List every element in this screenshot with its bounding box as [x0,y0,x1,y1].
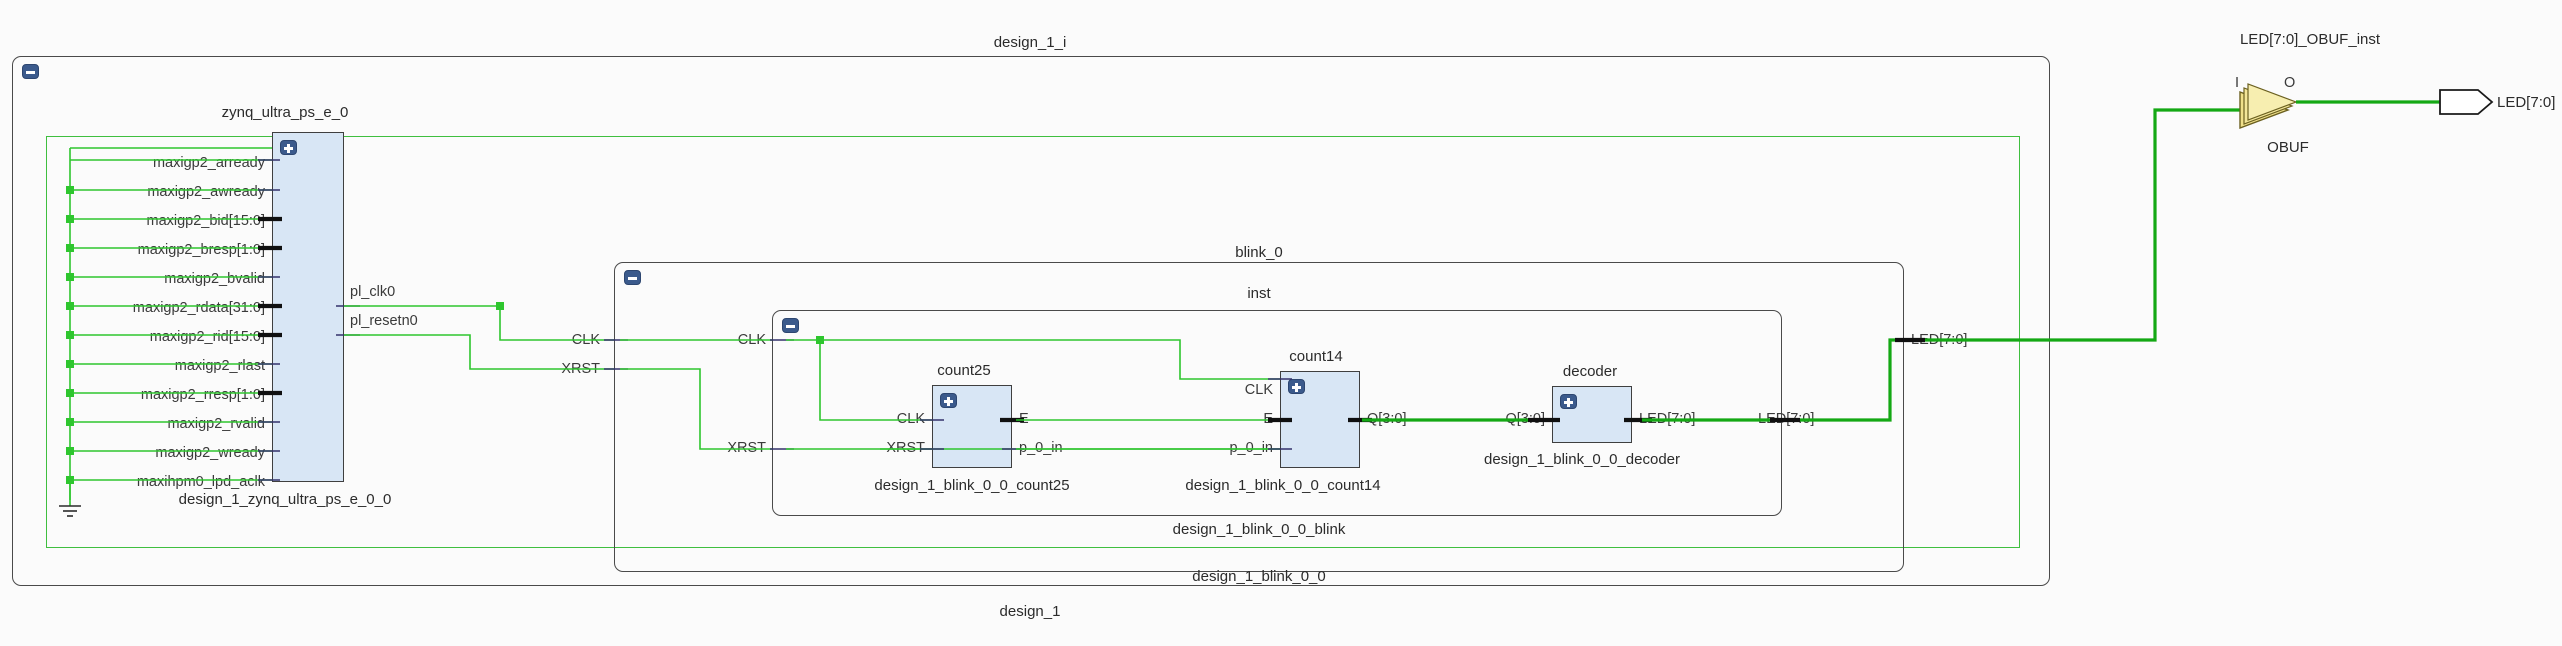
pin-label-count25-p_0_in: p_0_in [1019,440,1063,456]
hier-box-design_1_i[interactable] [12,56,2050,586]
output-port-label: LED[7:0] [2497,94,2556,111]
pin-label-maxigp2_rvalid: maxigp2_rvalid [167,416,265,432]
minus-icon-inst[interactable] [782,318,799,333]
pin-label-maxigp2_awready: maxigp2_awready [147,184,265,200]
pin-label-maxihpm0_lpd_aclk: maxihpm0_lpd_aclk [136,474,265,490]
net-XRST-into-blink[interactable] [604,368,772,450]
plus-icon-count25[interactable] [940,393,957,408]
net-pl_clk0[interactable] [344,302,614,341]
hier-label-design_1_blink_0_0: design_1_blink_0_0 [1192,568,1326,585]
plus-icon-zynq[interactable] [280,140,297,155]
cell-toplabel-count14: count14 [1289,348,1343,365]
pin-label-count14-p_0_in: p_0_in [1229,440,1273,456]
hier-label-design_1_i: design_1_i [993,34,1067,51]
net-label-XRST-inst: XRST [727,440,766,456]
plus-icon-count14[interactable] [1288,379,1305,394]
hier-label-design_1: design_1 [999,603,1061,620]
minus-icon-design_1_i[interactable] [22,64,39,79]
ground-icon [59,480,81,517]
cell-bottomlabel-count14: design_1_blink_0_0_count14 [1185,477,1381,494]
cell-bottomlabel-zynq: design_1_zynq_ultra_ps_e_0_0 [178,491,392,508]
pin-label-maxigp2_bid: maxigp2_bid[15:0] [146,213,266,229]
net-CLK-inst-fanout[interactable] [770,336,1280,421]
zynq-feedback-rails [66,147,272,500]
plus-icon-decoder[interactable] [1560,394,1577,409]
cell-zynq_ultra_ps_e_0[interactable] [272,132,344,482]
pin-label-maxigp2_rresp: maxigp2_rresp[1:0] [140,387,265,403]
pin-label-maxigp2_bvalid: maxigp2_bvalid [164,271,265,287]
hier-label-inst: inst [1247,285,1271,302]
cell-bottomlabel-decoder: design_1_blink_0_0_decoder [1484,451,1680,468]
zynq-right-pin-stubs [336,305,360,336]
pin-label-pl_resetn0: pl_resetn0 [350,313,418,329]
count14-pin-stubs [1268,378,1372,450]
pin-label-maxigp2_wready: maxigp2_wready [155,445,265,461]
pin-label-maxigp2_rid: maxigp2_rid[15:0] [149,329,265,345]
net-LED-decoder-to-outer[interactable] [1642,337,2020,423]
cell-toplabel-decoder: decoder [1562,363,1618,380]
cell-bottomlabel-count25: design_1_blink_0_0_count25 [874,477,1070,494]
hier-label-design_1_blink_0_0_blink: design_1_blink_0_0_blink [1172,521,1346,538]
cell-toplabel-count25: count25 [937,362,991,379]
cell-toplabel-zynq: zynq_ultra_ps_e_0 [221,104,349,121]
obuf-symbol[interactable] [2239,83,2298,130]
net-pl_resetn0[interactable] [344,334,614,370]
obuf-input-pin-label: I [2235,75,2240,91]
pin-label-maxigp2_bresp: maxigp2_bresp[1:0] [137,242,265,258]
zynq-left-pin-stubs [258,159,282,481]
pin-label-count14-CLK: CLK [1244,382,1273,398]
obuf-output-pin-label: O [2284,75,2296,91]
output-port-symbol[interactable] [2439,89,2494,115]
hier-label-blink_0: blink_0 [1235,244,1283,261]
pin-label-maxigp2_rlast: maxigp2_rlast [174,358,265,374]
count25-pin-stubs [920,417,1024,450]
hier-box-inst[interactable] [772,310,1782,516]
pin-label-pl_clk0: pl_clk0 [350,284,396,300]
obuf-top-label: LED[7:0]_OBUF_inst [2239,31,2381,48]
hier-box-design_1[interactable] [46,136,2020,548]
hier-box-blink_0[interactable] [614,262,1904,572]
pin-label-maxigp2_rdata: maxigp2_rdata[31:0] [132,300,265,316]
net-LED-to-obuf[interactable] [2020,108,2240,342]
obuf-bottom-label: OBUF [2267,139,2309,156]
minus-icon-blink_0[interactable] [624,270,641,285]
pin-label-count25-XRST: XRST [886,440,925,456]
pin-label-count25-CLK: CLK [896,411,925,427]
